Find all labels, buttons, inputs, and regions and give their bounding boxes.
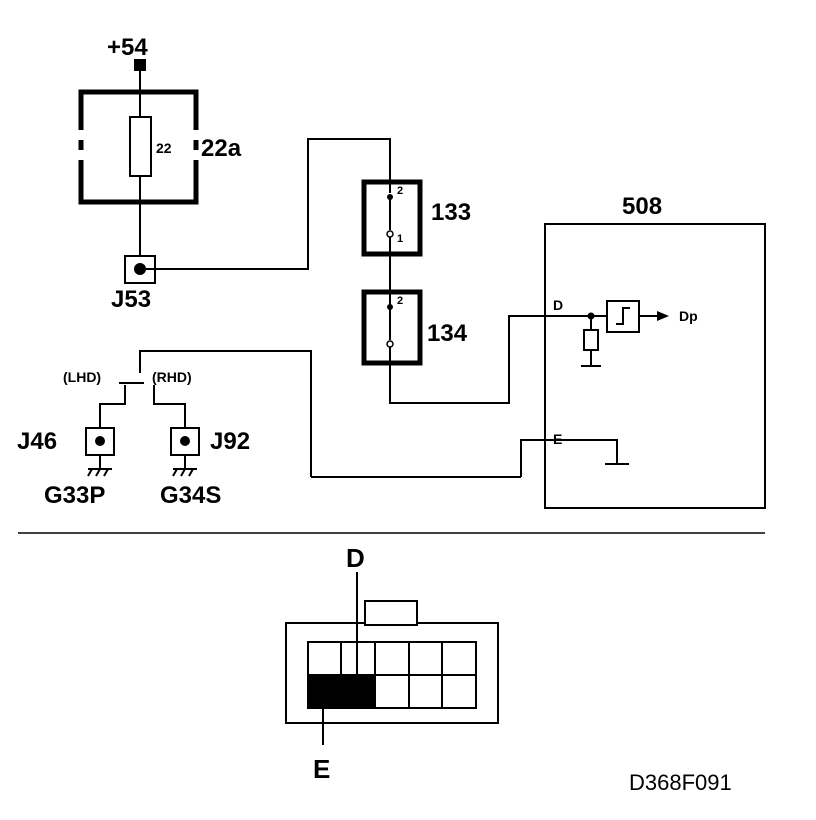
wire-rhd <box>153 385 186 428</box>
connector-j53-pin <box>134 263 146 275</box>
output-arrow-icon <box>657 311 669 321</box>
pinout-e-label: E <box>313 754 330 784</box>
wire-ground-select <box>139 350 312 477</box>
output-label: Dp <box>679 308 698 324</box>
relay-133-pin1-label: 1 <box>397 233 403 245</box>
ground-g33p-label: G33P <box>44 482 105 509</box>
module-508 <box>544 223 766 509</box>
relay-134-label: 134 <box>427 320 468 347</box>
connector-latch <box>364 600 418 626</box>
ground-g34s-label: G34S <box>160 482 221 509</box>
connector-j53-label: J53 <box>111 286 151 313</box>
relay-133 <box>361 179 423 257</box>
ground-g34s-icon <box>172 468 197 477</box>
ground-g33p-icon <box>87 468 112 477</box>
relay-133-label: 133 <box>431 199 471 226</box>
relay-133-pin2 <box>387 194 393 200</box>
pullup-resistor <box>583 329 599 351</box>
relay-134 <box>361 289 423 366</box>
fuse-label: 22 <box>156 140 172 156</box>
figure-code: D368F091 <box>629 770 732 795</box>
relay-133-pin2-label: 2 <box>397 185 403 197</box>
relay-134-pin2-label: 2 <box>397 295 403 307</box>
module-label: 508 <box>622 193 662 220</box>
wire-j53-to-relay <box>146 138 391 270</box>
wire-lhd <box>99 385 126 428</box>
connector-j92-pin <box>180 436 190 446</box>
pin-d-label: D <box>553 297 563 313</box>
relay-134-pin2 <box>387 304 393 310</box>
lhd-label: (LHD) <box>63 369 101 385</box>
supply-label: +54 <box>107 34 148 61</box>
connector-j46-label: J46 <box>17 428 57 455</box>
connector-j92-label: J92 <box>210 428 250 455</box>
fuse-element <box>129 116 152 177</box>
wire-134-to-pin-d <box>389 315 591 404</box>
pinout-d-label: D <box>346 543 365 573</box>
relay-133-pin1 <box>386 230 394 238</box>
connector-j46-pin <box>95 436 105 446</box>
fuse-box-22a <box>78 89 199 205</box>
supply-terminal <box>134 59 146 71</box>
schmitt-symbol <box>616 307 630 325</box>
fuse-box-label: 22a <box>201 135 242 162</box>
rhd-label: (RHD) <box>152 369 192 385</box>
relay-134-pin1 <box>386 340 394 348</box>
pin-e-wire <box>520 439 618 477</box>
pin-cells-filled <box>308 675 375 708</box>
